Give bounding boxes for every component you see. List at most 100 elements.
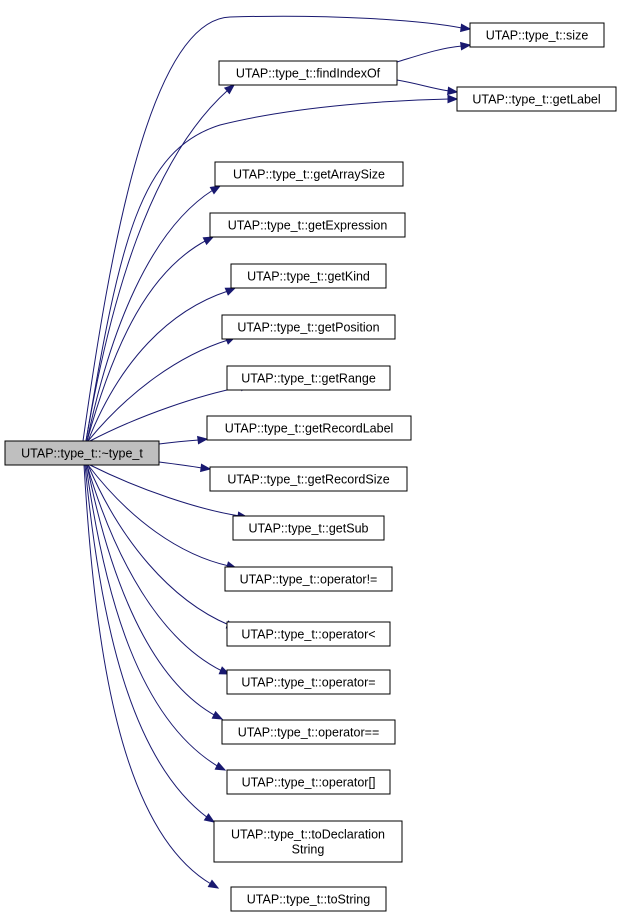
node-box — [209, 212, 406, 238]
node-label: UTAP::type_t::getRange — [241, 372, 376, 386]
edge-line — [86, 464, 230, 675]
node-operator-ne[interactable]: UTAP::type_t::operator!= — [224, 566, 393, 592]
edge-line — [87, 287, 236, 442]
node-box — [206, 415, 412, 441]
edge-root-to-getRecordSize — [158, 461, 212, 473]
node-getArraySize[interactable]: UTAP::type_t::getArraySize — [214, 161, 404, 187]
node-label: UTAP::type_t::operator= — [241, 676, 375, 690]
edge-arrowhead — [214, 761, 227, 771]
edge-arrowhead — [224, 287, 237, 296]
edge-root-to-getExpression — [86, 236, 215, 442]
node-box — [221, 314, 396, 340]
node-box — [230, 263, 387, 289]
edge-root-to-getLabel — [85, 94, 459, 442]
edge-root-to-toString — [83, 464, 220, 889]
node-box — [226, 769, 391, 795]
node-layer: UTAP::type_t::~type_t UTAP::type_t::sizeU… — [4, 22, 617, 912]
edge-line — [396, 44, 471, 63]
node-label: UTAP::type_t::getExpression — [228, 219, 388, 233]
node-label: UTAP::type_t::getArraySize — [233, 168, 385, 182]
node-box — [213, 820, 403, 863]
edge-line — [85, 98, 457, 442]
edge-line — [86, 236, 214, 442]
edge-findIndexOf-to-size — [396, 41, 472, 63]
edge-line — [87, 464, 237, 628]
node-label: UTAP::type_t::getLabel — [472, 93, 600, 107]
node-label: UTAP::type_t::operator< — [241, 628, 375, 642]
node-box — [214, 161, 404, 187]
node-findIndexOf[interactable]: UTAP::type_t::findIndexOf — [218, 60, 398, 86]
node-getRange[interactable]: UTAP::type_t::getRange — [226, 365, 391, 391]
edge-line — [86, 464, 223, 720]
edge-arrowhead — [203, 813, 216, 823]
edge-line — [86, 185, 221, 442]
node-getLabel[interactable]: UTAP::type_t::getLabel — [456, 86, 617, 112]
node-box — [209, 466, 408, 492]
node-box — [230, 886, 387, 912]
node-toString[interactable]: UTAP::type_t::toString — [230, 886, 387, 912]
edge-root-to-size — [82, 15, 472, 442]
edge-line — [89, 464, 248, 518]
edge-line — [84, 464, 215, 823]
edge-arrowhead — [447, 94, 459, 104]
edge-arrowhead — [460, 41, 472, 51]
edge-arrowhead — [202, 236, 215, 246]
node-label: UTAP::type_t::getRecordLabel — [225, 422, 394, 436]
node-box — [456, 86, 617, 112]
node-box — [232, 515, 385, 541]
edge-root-to-operator-eq — [86, 464, 224, 720]
edge-root-to-operator-index — [85, 464, 227, 771]
node-label: UTAP::type_t::findIndexOf — [236, 67, 381, 81]
node-getExpression[interactable]: UTAP::type_t::getExpression — [209, 212, 406, 238]
edge-arrowhead — [207, 879, 220, 889]
edge-root-to-getArraySize — [86, 185, 222, 442]
edge-line — [85, 84, 235, 442]
edge-line — [87, 464, 237, 569]
edge-line — [83, 464, 219, 889]
root-node[interactable]: UTAP::type_t::~type_t — [4, 440, 160, 466]
edge-line — [82, 15, 471, 442]
node-label: UTAP::type_t::size — [486, 29, 589, 43]
node-operator-assign[interactable]: UTAP::type_t::operator= — [226, 669, 391, 695]
edge-arrowhead — [223, 84, 236, 95]
node-getPosition[interactable]: UTAP::type_t::getPosition — [221, 314, 396, 340]
node-size[interactable]: UTAP::type_t::size — [469, 22, 605, 48]
node-box — [226, 365, 391, 391]
node-getKind[interactable]: UTAP::type_t::getKind — [230, 263, 387, 289]
edge-root-to-getKind — [87, 287, 237, 442]
node-label: UTAP::type_t::~type_t — [21, 447, 143, 461]
node-label: UTAP::type_t::getSub — [249, 522, 369, 536]
edge-root-to-findIndexOf — [85, 84, 236, 442]
edge-line — [85, 464, 226, 771]
edge-root-to-toDeclarationString — [84, 464, 216, 823]
edge-findIndexOf-to-getLabel — [396, 79, 459, 96]
node-label: String — [292, 843, 325, 857]
node-getSub[interactable]: UTAP::type_t::getSub — [232, 515, 385, 541]
node-label: UTAP::type_t::operator== — [238, 726, 380, 740]
node-label: UTAP::type_t::operator[] — [242, 776, 376, 790]
edge-root-to-operator-assign — [86, 464, 231, 675]
edge-arrowhead — [211, 710, 224, 720]
edge-arrowhead — [200, 463, 212, 473]
edge-line — [87, 336, 236, 442]
node-getRecordSize[interactable]: UTAP::type_t::getRecordSize — [209, 466, 408, 492]
node-label: UTAP::type_t::getPosition — [237, 321, 379, 335]
node-box — [218, 60, 398, 86]
node-operator-lt[interactable]: UTAP::type_t::operator< — [226, 621, 391, 647]
node-box — [224, 566, 393, 592]
node-box — [469, 22, 605, 48]
node-getRecordLabel[interactable]: UTAP::type_t::getRecordLabel — [206, 415, 412, 441]
node-label: UTAP::type_t::toString — [247, 893, 370, 907]
edge-arrowhead — [447, 86, 459, 96]
edge-arrowhead — [460, 23, 472, 33]
node-label: UTAP::type_t::operator!= — [240, 573, 378, 587]
node-box — [4, 440, 160, 466]
edge-arrowhead — [197, 435, 209, 445]
node-label: UTAP::type_t::getKind — [247, 270, 370, 284]
node-box — [226, 621, 391, 647]
node-label: UTAP::type_t::toDeclaration — [231, 828, 385, 842]
node-operator-eq[interactable]: UTAP::type_t::operator== — [221, 719, 396, 745]
node-operator-index[interactable]: UTAP::type_t::operator[] — [226, 769, 391, 795]
